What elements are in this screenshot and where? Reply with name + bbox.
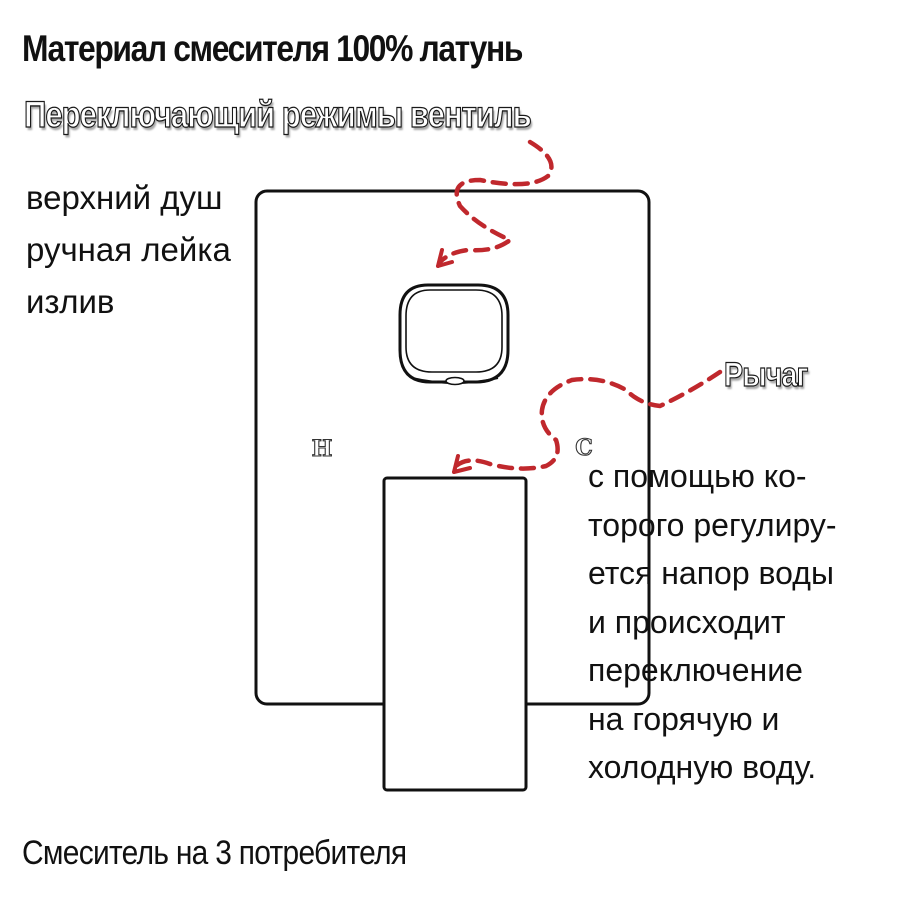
hot-marking: H [312,436,333,462]
mode-item: верхний душ [26,179,223,216]
cold-marking: C [575,435,593,461]
mode-item: ручная лейка [26,231,231,268]
lever-description: с помощью ко- торого регулиру- ется напо… [588,452,837,792]
description-line: с помощью ко- [588,458,807,494]
valve-label: Переключающий режимы вентиль [23,93,532,135]
description-line: торого регулиру- [588,506,837,543]
description-line: на горячую и [588,700,780,737]
description-line: и происходит [588,603,786,640]
description-line: холодную воду. [588,749,817,785]
page-title: Материал смесителя 100% латунь [22,28,523,69]
diverter-knob [398,283,510,386]
description-line: ется напор воды [588,555,834,591]
bottom-caption: Смеситель на 3 потребителя [22,834,407,872]
lever-pointer-arrow [452,369,723,474]
valve-modes-list: верхний душ ручная лейка излив [26,172,231,328]
lever-label: Рычаг [723,355,808,394]
description-line: переключение [588,652,803,688]
mode-item: излив [26,283,115,320]
valve-pointer-arrow [436,139,554,268]
lever-handle [382,476,528,792]
